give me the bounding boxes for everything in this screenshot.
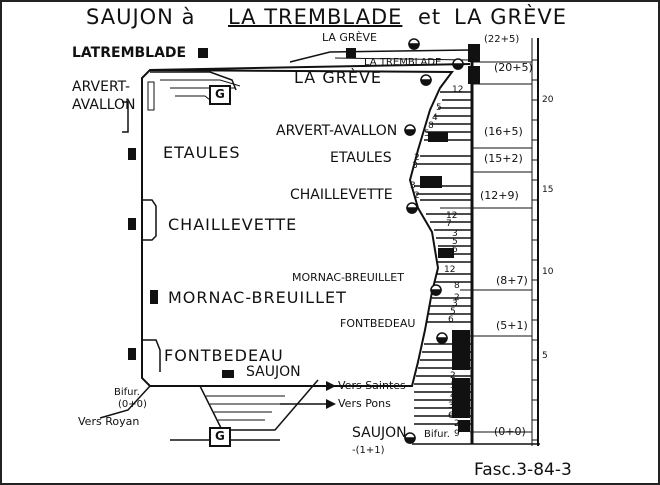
gradient-value: 3 <box>412 161 418 171</box>
g-box-bottom <box>209 427 231 447</box>
gradient-value: 3 <box>410 181 416 191</box>
gradient-value: 2 <box>414 153 420 163</box>
station-marker-lagreve <box>346 48 356 58</box>
station-marker-mornac <box>150 290 158 304</box>
profile-station-fontbedeau: FONTBEDEAU <box>340 317 416 330</box>
map-label-chaillevette: CHAILLEVETTE <box>168 215 298 234</box>
gradient-value: 12 <box>452 85 464 95</box>
title-part-4: LA GRÈVE <box>454 5 567 29</box>
title-part-2: LA TREMBLADE <box>228 5 403 29</box>
profile-station-saujon: SAUJON <box>352 425 407 441</box>
scale-tick-label: 15 <box>542 185 554 195</box>
gradient-value: 8 <box>454 281 460 291</box>
main-line <box>141 68 454 387</box>
distance-lagreve-top: (22+5) <box>484 34 520 45</box>
gradient-value: 6 <box>452 245 458 255</box>
gradient-value: 2 <box>454 419 460 429</box>
g-label-top: G <box>215 87 225 101</box>
profile-block <box>428 132 448 142</box>
scale-tick-label: 5 <box>542 351 548 361</box>
distance-mornac: (8+7) <box>496 274 528 287</box>
distance-latremblade: (20+5) <box>494 61 533 74</box>
profile-station-lagreve-top: LA GRÈVE <box>322 31 377 44</box>
gradient-value: 9 <box>454 429 460 439</box>
profile-block <box>452 330 470 370</box>
gradient-value: 5 <box>436 103 442 113</box>
profile-block <box>458 420 470 432</box>
title-part-3: et <box>418 5 442 29</box>
scale-tick-label: 20 <box>542 95 554 105</box>
gradient-value: 3 <box>452 229 458 239</box>
station-marker-saujon <box>222 370 234 378</box>
gradient-value: 2 <box>454 293 460 303</box>
gradient-value: 12 <box>444 265 456 275</box>
profile-station-arvert: ARVERT-AVALLON <box>276 123 398 139</box>
g-box-top <box>209 85 231 105</box>
distance-saujon: (0+0) <box>494 425 526 438</box>
map-label-arvert: ARVERT- <box>72 79 130 95</box>
profile-block <box>438 248 454 258</box>
gradient-value: 4 <box>450 391 456 401</box>
gradient-value: 2 <box>450 371 456 381</box>
map-label-etaules: ETAULES <box>163 143 241 162</box>
gradient-value: 12 <box>446 211 458 221</box>
map-label-bifur: Bifur. <box>114 387 140 398</box>
gradient-value: 3 <box>448 401 454 411</box>
distance-fontbedeau: (5+1) <box>496 319 528 332</box>
profile-block <box>468 44 480 62</box>
g-label-bottom: G <box>215 429 225 443</box>
station-marker-latremblade <box>198 48 208 58</box>
arrow-right-icon <box>326 381 336 391</box>
station-marker-chaillevette <box>128 218 136 230</box>
gradient-value: 6 <box>456 361 462 371</box>
profile-block <box>468 66 480 84</box>
gradient-value: 6 <box>448 315 454 325</box>
gradient-value: 6 <box>448 411 454 421</box>
profile-station-mornac: MORNAC-BREUILLET <box>292 271 404 284</box>
map-label-latremblade: LATREMBLADE <box>72 45 187 61</box>
profile-station-latremblade: LA TREMBLADE <box>364 57 442 68</box>
distance-etaules: (15+2) <box>484 152 523 165</box>
map-label-fontbedeau: FONTBEDEAU <box>164 346 284 365</box>
gradient-value: 2 <box>414 191 420 201</box>
profile-station-chaillevette: CHAILLEVETTE <box>290 187 393 203</box>
profile-station-bifur: Bifur. <box>424 429 450 440</box>
profile-station-minus: -(1+1) <box>352 445 385 456</box>
map-label-vers-pons: Vers Pons <box>338 397 391 410</box>
distance-chaillevette: (12+9) <box>480 189 519 202</box>
profile-station-etaules: ETAULES <box>330 150 392 166</box>
gradient-value: 5 <box>452 237 458 247</box>
map-label-saujon: SAUJON <box>246 364 301 380</box>
gradient-value: 3 <box>452 299 458 309</box>
station-marker-fontbedeau <box>128 348 136 360</box>
map-label-avallon: AVALLON <box>72 97 136 113</box>
map-label-mornac: MORNAC-BREUILLET <box>168 288 347 307</box>
gradient-value: 5 <box>456 349 462 359</box>
map-label-bifur-km: (0+0) <box>118 399 147 410</box>
map-label-vers-royan: Vers Royan <box>78 415 140 428</box>
distance-arvert: (16+5) <box>484 125 523 138</box>
gradient-value: 4 <box>432 113 438 123</box>
profile-block <box>452 378 470 418</box>
station-marker-etaules <box>128 148 136 160</box>
footer-fasc: Fasc.3-84-3 <box>474 460 572 480</box>
gradient-value: 5 <box>450 307 456 317</box>
map-label-vers-saintes: Vers Saintes <box>338 379 406 392</box>
gradient-value: 5 <box>424 129 430 139</box>
scale-tick-label: 10 <box>542 267 554 277</box>
gradient-value: 8 <box>428 121 434 131</box>
title-part-1: SAUJON à <box>86 5 196 29</box>
gradient-value: 4 <box>456 339 462 349</box>
profile-block <box>420 176 442 188</box>
profile-station-lagreve: LA GRÈVE <box>294 68 382 87</box>
gradient-value: 3 <box>450 381 456 391</box>
arrow-right-icon <box>326 399 336 409</box>
gradient-value: 7 <box>446 219 452 229</box>
